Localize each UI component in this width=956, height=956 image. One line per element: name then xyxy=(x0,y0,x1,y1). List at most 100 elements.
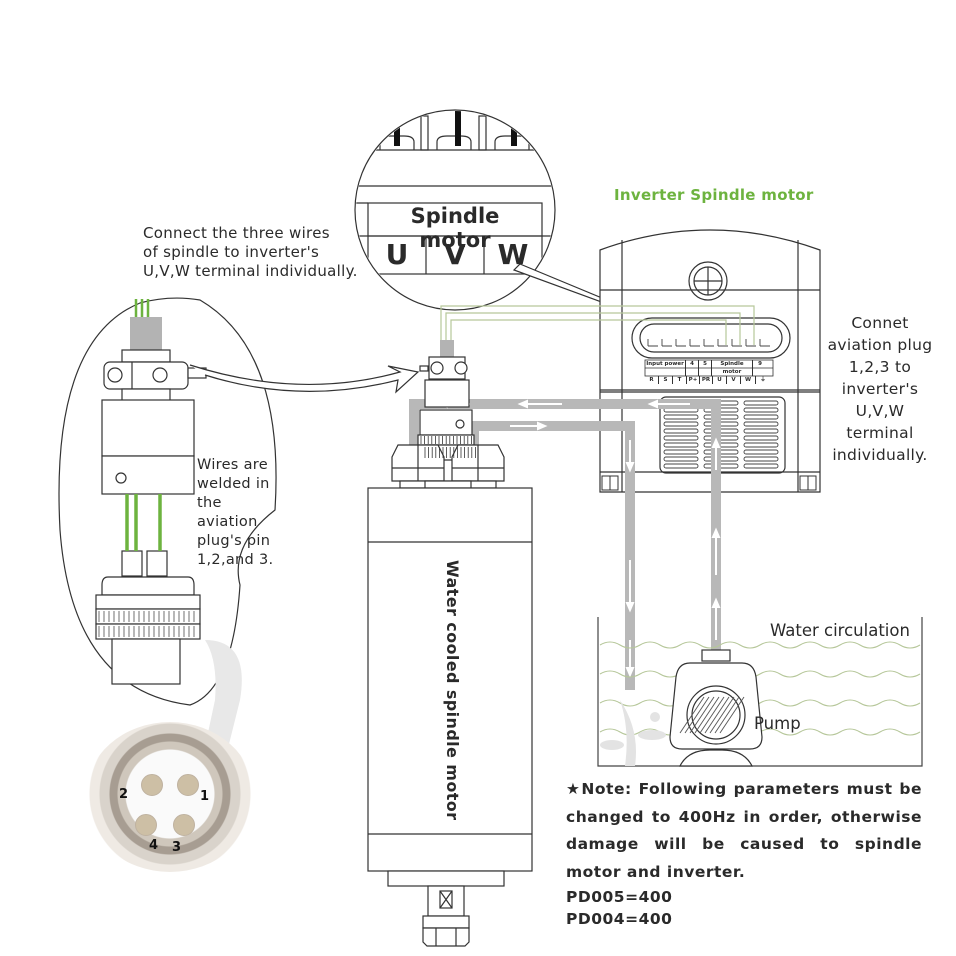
callout-connect-plug: Connet aviation plug 1,2,3 to inverter's… xyxy=(818,312,942,466)
plug-photo xyxy=(85,722,255,872)
terminal-label: V xyxy=(727,376,741,384)
caption-line: 1,2,3 to xyxy=(848,358,912,376)
vent-slot xyxy=(663,428,699,434)
ground-icon: ⏚ xyxy=(760,377,766,383)
grill-line xyxy=(694,696,720,734)
terminal-label: P+ xyxy=(687,376,700,384)
grill-line xyxy=(719,696,745,734)
pump-label: Pump xyxy=(754,714,801,733)
param-pd005: PD005=400 xyxy=(566,888,673,906)
caption-line: terminal xyxy=(846,424,914,442)
vent-slot xyxy=(743,428,779,434)
plug-wires xyxy=(125,299,162,551)
terminal-label: R xyxy=(645,376,659,384)
pump xyxy=(669,649,763,767)
caption-line: Wires are xyxy=(197,457,268,473)
terminal-table xyxy=(644,359,774,377)
vent-slot xyxy=(663,421,699,427)
grill-line xyxy=(689,696,715,734)
grill-line xyxy=(699,696,725,734)
caption-line: aviation xyxy=(197,514,258,530)
water-tank xyxy=(597,617,923,767)
vent-slot xyxy=(743,442,779,448)
terminal-tooth xyxy=(647,339,658,347)
water-wave xyxy=(599,670,921,678)
caption-line: of spindle to inverter's xyxy=(143,243,320,261)
caption-line: the xyxy=(197,495,222,511)
pin-label-2: 2 xyxy=(119,787,129,802)
vent-slot xyxy=(743,400,779,406)
terminal-header: 9 xyxy=(758,361,762,367)
caption-line: U,V,W terminal individually. xyxy=(143,262,358,280)
star-icon: ★ xyxy=(566,780,582,798)
vent-slot xyxy=(743,456,779,462)
terminal-label: W xyxy=(741,376,756,384)
water-circulation-label: Water circulation xyxy=(770,621,910,640)
flow-arrows xyxy=(437,399,721,678)
pin-hole xyxy=(177,774,199,796)
vent-slot xyxy=(743,463,779,469)
note-text: Note: Following parameters must be chang… xyxy=(566,780,922,881)
vent-slot xyxy=(663,449,699,455)
vent-slot xyxy=(743,421,779,427)
terminal-label: S xyxy=(659,376,673,384)
caption-line: Connet xyxy=(851,314,909,332)
caption-line: welded in xyxy=(197,476,270,492)
plant-icon xyxy=(600,700,666,766)
caption-line: aviation plug xyxy=(827,336,933,354)
terminal-v: V xyxy=(444,238,466,271)
grill-line xyxy=(679,696,705,734)
terminal-table-text: Input power 4 5 Spindle motor 9 R S T P+… xyxy=(645,360,773,384)
water-wave xyxy=(599,699,921,707)
vent-slot xyxy=(743,449,779,455)
vent-slot xyxy=(663,435,699,441)
note-block: ★Note: Following parameters must be chan… xyxy=(566,776,922,930)
grill-line xyxy=(714,696,740,734)
terminal-tooth xyxy=(689,339,700,347)
callout-arrow-icon xyxy=(189,364,420,394)
terminal-header: 5 xyxy=(699,360,712,376)
signal-wires xyxy=(440,305,755,345)
terminal-tooth xyxy=(703,339,714,347)
terminal-w: W xyxy=(497,238,529,271)
magnifier-title: Spindle motor xyxy=(410,204,500,252)
water-wave xyxy=(599,641,921,649)
terminal-tooth xyxy=(717,339,728,347)
terminal-header: Input power xyxy=(645,360,686,376)
grill-line xyxy=(709,696,735,734)
vent-slot xyxy=(663,414,699,420)
caption-line: plug's pin xyxy=(197,533,271,549)
pin-label-1: 1 xyxy=(200,789,210,804)
terminal-tooth xyxy=(731,339,742,347)
terminal-header: Spindle motor xyxy=(712,360,753,376)
caption-line: 1,2,and 3. xyxy=(197,552,274,568)
caption-line: Connect the three wires xyxy=(143,224,330,242)
callout-wires-welded: Wires are welded in the aviation plug's … xyxy=(197,456,273,570)
terminal-label: T xyxy=(673,376,687,384)
vent-slot xyxy=(663,463,699,469)
terminal-tooth xyxy=(745,339,756,347)
pin-label-4: 4 xyxy=(149,838,159,853)
terminal-u: U xyxy=(385,238,409,271)
terminal-tooth xyxy=(661,339,672,347)
terminal-label: PR xyxy=(700,376,713,384)
vent-slot xyxy=(743,407,779,413)
vent-slot xyxy=(663,442,699,448)
pin-hole xyxy=(173,814,195,836)
caption-line: U,V,W xyxy=(855,402,905,420)
caption-line: inverter's xyxy=(841,380,919,398)
grill-line xyxy=(704,696,730,734)
callout-connect-wires: Connect the three wires of spindle to in… xyxy=(143,224,358,281)
inverter-title: Inverter Spindle motor xyxy=(614,186,814,204)
vent-slot xyxy=(743,435,779,441)
terminal-label: U xyxy=(713,376,727,384)
spindle-label-text: Water cooled spindle motor xyxy=(443,560,462,821)
vent-slot xyxy=(743,414,779,420)
pin-hole xyxy=(135,814,157,836)
terminal-header: 4 xyxy=(686,360,699,376)
param-pd004: PD004=400 xyxy=(566,910,673,928)
terminal-tooth xyxy=(759,339,770,347)
vent-slot xyxy=(663,456,699,462)
pin-hole xyxy=(141,774,163,796)
